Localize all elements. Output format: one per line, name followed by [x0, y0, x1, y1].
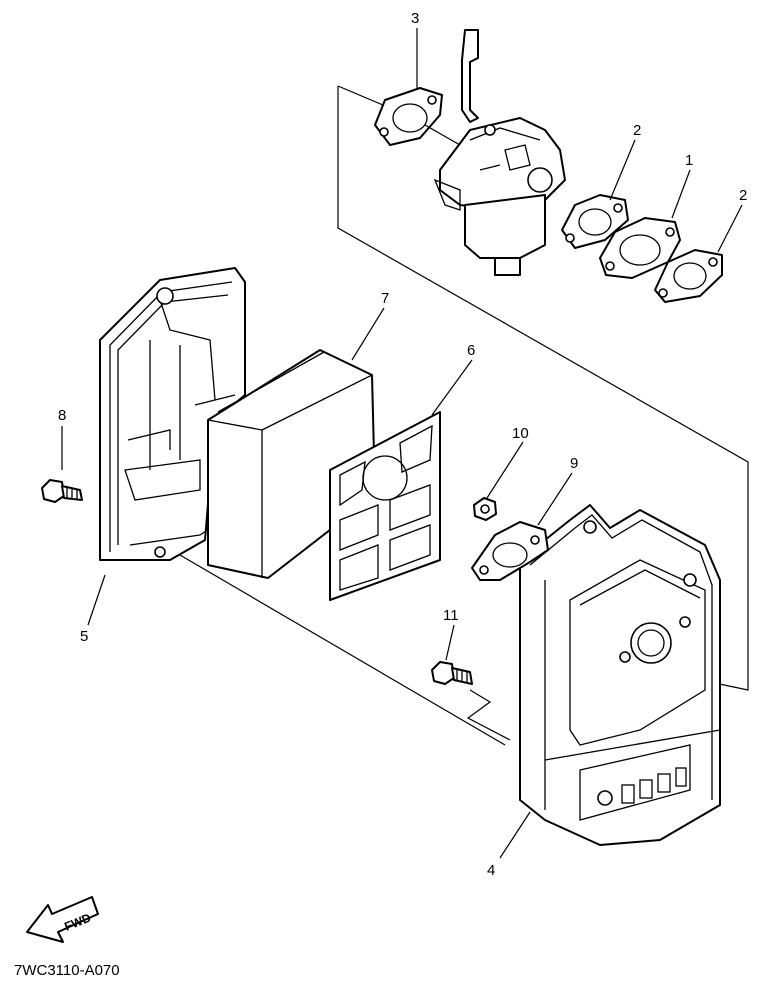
callout-2-lower: 2 — [739, 187, 747, 204]
bolt-8 — [41, 479, 83, 503]
callout-3: 3 — [411, 10, 419, 27]
nut-10 — [473, 497, 497, 521]
gasket-9 — [471, 521, 549, 581]
assembly-guide-lines — [179, 85, 749, 746]
insulator — [599, 217, 681, 279]
callout-1: 1 — [685, 152, 693, 169]
gasket-2-upper — [561, 194, 629, 249]
bolt-11 — [431, 661, 473, 685]
gasket-3 — [374, 87, 461, 146]
callout-6: 6 — [467, 342, 475, 359]
callout-9: 9 — [570, 455, 578, 472]
drawing-code: 7WC3110-A070 — [14, 962, 120, 979]
callout-2-upper: 2 — [633, 122, 641, 139]
callout-7: 7 — [381, 290, 389, 307]
callout-10: 10 — [512, 425, 529, 442]
gasket-2-lower — [654, 249, 723, 303]
filter-guide-grid — [329, 411, 441, 601]
callout-4: 4 — [487, 862, 495, 879]
callout-5: 5 — [80, 628, 88, 645]
air-cleaner-cover — [519, 504, 721, 846]
fwd-arrow-icon: FWD — [26, 896, 99, 943]
callout-11: 11 — [443, 607, 459, 624]
callout-leaders — [61, 28, 743, 859]
callout-labels: 1 2 2 3 4 5 6 7 8 9 10 11 — [58, 10, 747, 879]
carburetor — [433, 29, 566, 276]
callout-8: 8 — [58, 407, 66, 424]
